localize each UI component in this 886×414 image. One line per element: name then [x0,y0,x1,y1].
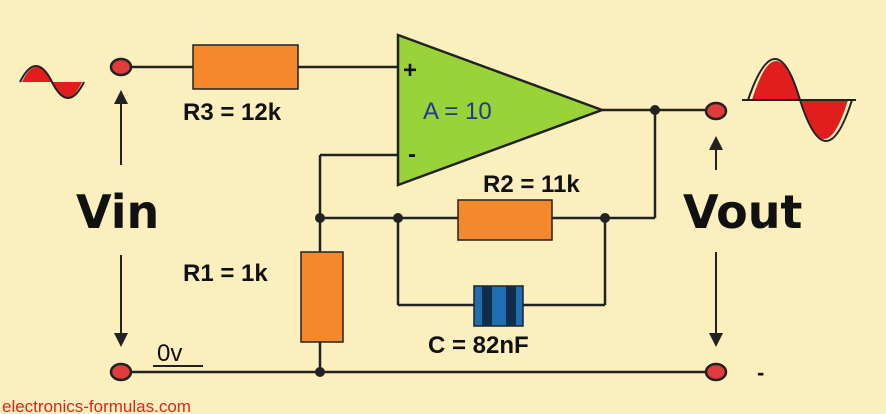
input-terminal [109,57,133,77]
input-ground-terminal [109,362,133,382]
vin-arrow-down-icon [114,255,128,347]
junction-dot [600,213,610,223]
junction-dot [315,367,325,377]
negative-terminal-sign: - [757,360,764,385]
vout-arrow-down-icon [709,252,723,347]
resistor-r3 [192,44,299,90]
junction-dot [315,213,325,223]
opamp-minus-sign: - [408,141,416,168]
r3-label: R3 = 12k [183,99,282,126]
capacitor-label: C = 82nF [428,332,529,359]
opamp-plus-sign: + [403,57,417,84]
gain-label: A = 10 [423,98,492,125]
capacitor-c [473,285,524,327]
vout-arrow-up-icon [709,136,723,170]
resistor-r1 [300,251,344,343]
junction-dot [650,105,660,115]
opamp-triangle [396,33,606,187]
input-sine-wave-icon [19,65,85,99]
ground-label: 0v [157,340,182,367]
website-credit: electronics-formulas.com [2,397,191,414]
output-ground-terminal [704,362,728,382]
junction-dot [393,213,403,223]
resistor-r2 [457,199,553,241]
r2-label: R2 = 11k [483,171,580,198]
output-terminal [704,101,728,121]
vout-label: Vout [683,185,802,239]
r1-label: R1 = 1k [183,260,268,287]
vin-label: Vin [76,185,159,239]
vin-arrow-up-icon [114,90,128,165]
output-sine-wave-icon [742,58,856,142]
